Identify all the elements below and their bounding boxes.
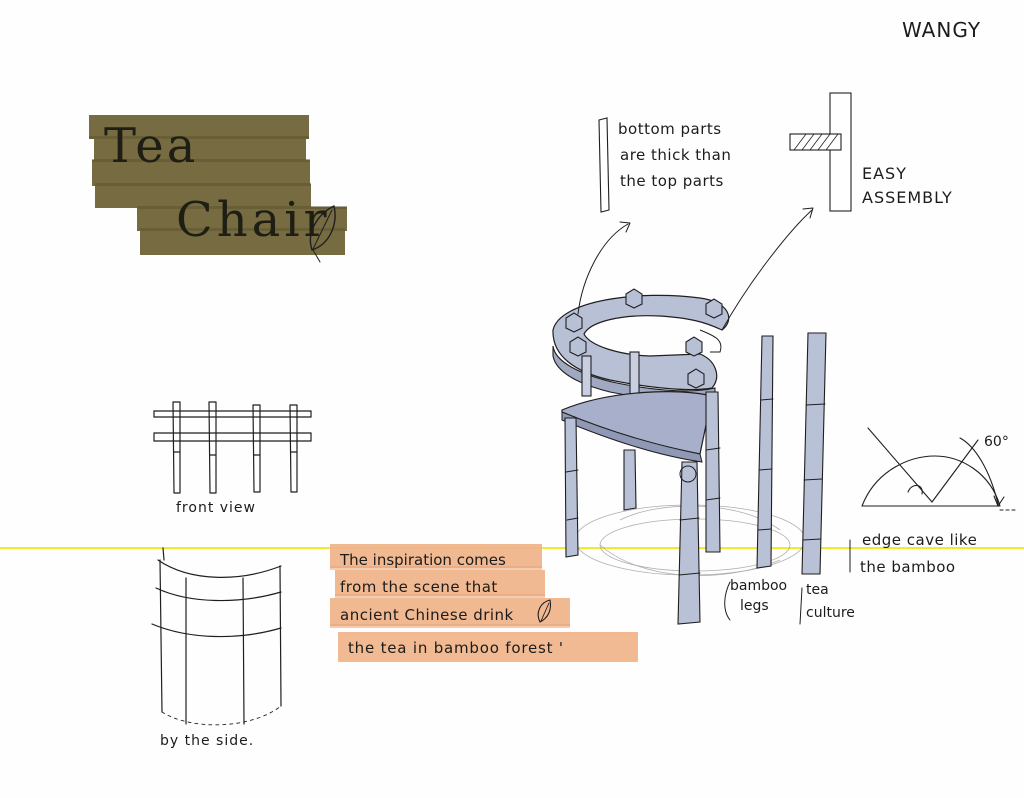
inspiration-line-2: from the scene that: [340, 578, 498, 596]
note-culture: culture: [806, 605, 855, 621]
leaf-small-icon: [537, 599, 552, 623]
note-edge-cave-1: edge cave like: [862, 531, 978, 549]
note-assembly: ASSEMBLY: [862, 188, 953, 207]
side-view-caption: by the side.: [160, 733, 255, 749]
note-angle: 60°: [984, 434, 1009, 450]
note-bamboo: bamboo: [730, 578, 788, 594]
signature: WANGY: [902, 18, 982, 42]
inspiration-line-4: the tea in bamboo forest ': [348, 639, 564, 657]
front-view-caption: front view: [176, 500, 256, 516]
leaf-icon: [309, 205, 336, 263]
title-line-tea: Tea: [104, 118, 199, 174]
note-edge-cave-2: the bamboo: [860, 558, 956, 576]
note-tea: tea: [806, 582, 829, 598]
note-bottom-parts-3: the top parts: [620, 172, 724, 190]
note-legs: legs: [740, 598, 769, 614]
note-bottom-parts-1: bottom parts: [618, 120, 722, 138]
inspiration-line-3: ancient Chinese drink: [340, 606, 514, 624]
title-line-chair: Chair: [176, 192, 331, 248]
inspiration-line-1: The inspiration comes: [340, 551, 506, 569]
note-bottom-parts-2: are thick than: [620, 146, 732, 164]
note-easy: EASY: [862, 164, 907, 183]
